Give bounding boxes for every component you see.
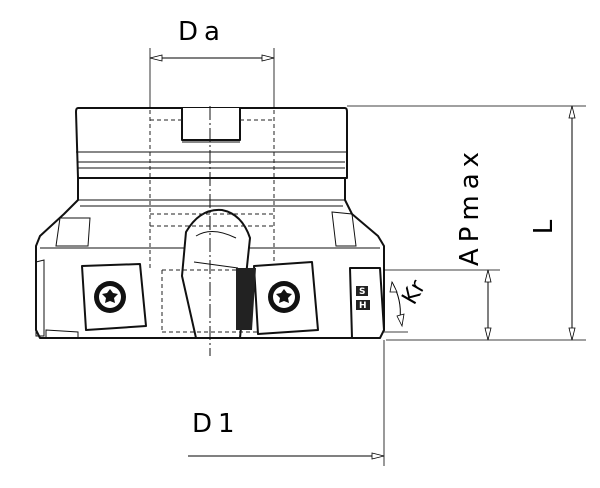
label-d1: D1 bbox=[192, 409, 241, 439]
svg-text:H: H bbox=[359, 301, 367, 311]
screw-left bbox=[94, 281, 126, 313]
insert-right: S H bbox=[349, 267, 385, 339]
torx-screw-icon bbox=[102, 289, 118, 303]
dimension-da: Da bbox=[149, 17, 275, 108]
torx-screw-icon bbox=[276, 289, 292, 303]
dimension-d1: D1 bbox=[188, 340, 385, 466]
dimension-kr: Kr bbox=[384, 275, 432, 333]
keyway-slot bbox=[181, 108, 241, 141]
dimension-apmax: APmax bbox=[384, 146, 500, 341]
dimension-l: L bbox=[347, 105, 586, 341]
screw-middle bbox=[268, 281, 300, 313]
label-kr: Kr bbox=[398, 275, 432, 309]
hub-outline bbox=[75, 107, 348, 179]
label-da: Da bbox=[178, 17, 226, 47]
label-l: L bbox=[529, 214, 559, 235]
svg-text:S: S bbox=[359, 287, 365, 297]
label-apmax: APmax bbox=[455, 146, 485, 266]
